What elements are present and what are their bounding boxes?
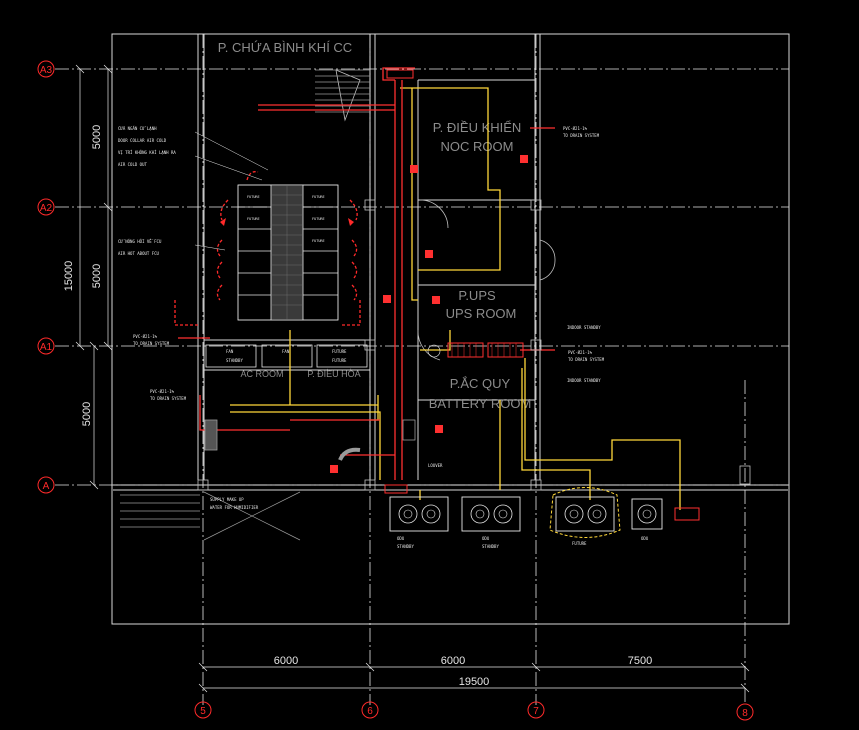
svg-text:VỊ TRÍ KHÔNG KHÍ LẠNH RA: VỊ TRÍ KHÔNG KHÍ LẠNH RA: [118, 150, 176, 155]
svg-text:LOUVER: LOUVER: [428, 463, 443, 468]
svg-text:FUTURE: FUTURE: [332, 358, 347, 363]
svg-text:ODU: ODU: [397, 536, 405, 541]
gas-room-label: P. CHỨA BÌNH KHÍ CC: [218, 40, 352, 55]
grid-bubble-7: 7: [533, 706, 539, 717]
svg-text:FUTURE: FUTURE: [247, 217, 260, 221]
red-ducts: [178, 67, 555, 480]
svg-text:PVC-Ø21-1%: PVC-Ø21-1%: [563, 126, 588, 131]
stairs: [120, 69, 370, 541]
drain-notes: PVC-Ø21-1% TO DRAIN SYSTEM PVC-Ø21-1% TO…: [133, 126, 605, 510]
svg-text:TO DRAIN SYSTEM: TO DRAIN SYSTEM: [563, 133, 600, 138]
svg-text:FUTURE: FUTURE: [312, 217, 325, 221]
dim-h-3: 7500: [628, 655, 652, 667]
grid-bubble-8: 8: [742, 708, 748, 719]
structural-columns: [197, 199, 751, 491]
dim-v-upper: 5000: [91, 125, 103, 149]
dim-v-middle: 5000: [91, 264, 103, 288]
svg-text:PVC-Ø21-1%: PVC-Ø21-1%: [150, 389, 175, 394]
svg-text:DOOR COLLAR AIR COLD: DOOR COLLAR AIR COLD: [118, 138, 167, 143]
svg-text:TO DRAIN SYSTEM: TO DRAIN SYSTEM: [133, 341, 170, 346]
grid-bubble-5: 5: [200, 706, 206, 717]
dim-h-1: 6000: [274, 655, 298, 667]
grid-bubble-a3: A3: [40, 65, 53, 76]
outdoor-units: ODU STANDBY ODU STANDBY FUTURE ODU: [389, 487, 663, 549]
svg-text:FUTURE: FUTURE: [572, 541, 587, 546]
cold-aisle-notes: CỬA NGĂN CỬ LẠNH DOOR COLLAR AIR COLD VỊ…: [118, 126, 269, 256]
airflow-arrows: [174, 171, 361, 326]
svg-text:AIR COLD OUT: AIR COLD OUT: [118, 162, 147, 167]
svg-text:FAN: FAN: [282, 349, 290, 354]
battery-room-en-label: BATTERY ROOM: [429, 396, 532, 411]
svg-text:PVC-Ø21-1%: PVC-Ø21-1%: [568, 350, 593, 355]
ups-indoor-units: [386, 69, 700, 521]
grid-bubble-a1: A1: [40, 342, 53, 353]
svg-text:INDOOR STANDBY: INDOOR STANDBY: [567, 378, 601, 383]
dim-h-total: 19500: [459, 676, 490, 688]
interior-walls: [113, 34, 788, 491]
fan-symbols: [330, 155, 528, 473]
svg-text:AIR HOT ABOUT FCU: AIR HOT ABOUT FCU: [118, 251, 160, 256]
grid-bubble-6: 6: [367, 706, 373, 717]
svg-text:FUTURE: FUTURE: [312, 195, 325, 199]
svg-text:FAN: FAN: [226, 349, 234, 354]
svg-text:CỬ NÓNG HỒI VỀ FCU: CỬ NÓNG HỒI VỀ FCU: [118, 239, 162, 244]
grid-bubble-a2: A2: [40, 203, 53, 214]
indoor-units: FAN FAN FUTURE STANDBY FUTURE: [205, 344, 368, 368]
svg-text:FUTURE: FUTURE: [312, 239, 325, 243]
svg-text:SUPPLY MAKE UP: SUPPLY MAKE UP: [210, 497, 244, 502]
ups-room-label: P.UPS: [458, 288, 496, 303]
dim-v-lower: 5000: [81, 402, 93, 426]
svg-text:FUTURE: FUTURE: [247, 195, 260, 199]
louver-and-bends: [204, 419, 416, 494]
noc-room-label: NOC ROOM: [441, 139, 514, 154]
left-dimensions: [75, 64, 113, 490]
battery-room-label: P.ẮC QUY: [450, 376, 511, 391]
row-bubbles: A3 A2 A1 A: [37, 60, 55, 494]
svg-text:ODU: ODU: [641, 536, 649, 541]
grid-bubble-a: A: [43, 481, 50, 492]
ups-room-en-label: UPS ROOM: [446, 306, 517, 321]
col-bubbles: 5 6 7 8: [194, 701, 754, 721]
ac-room-en-label: AC ROOM: [240, 369, 283, 379]
svg-text:STANDBY: STANDBY: [397, 544, 414, 549]
svg-text:FUTURE: FUTURE: [332, 349, 347, 354]
refrigerant-pipes: [230, 87, 681, 510]
dim-v-total: 15000: [63, 261, 75, 292]
dim-h-2: 6000: [441, 655, 465, 667]
svg-text:PVC-Ø21-1%: PVC-Ø21-1%: [133, 334, 158, 339]
svg-text:INDOOR STANDBY: INDOOR STANDBY: [567, 325, 601, 330]
svg-text:STANDBY: STANDBY: [226, 358, 243, 363]
control-room-label: P. ĐIỀU KHIỂN: [433, 120, 522, 135]
svg-text:TO DRAIN SYSTEM: TO DRAIN SYSTEM: [150, 396, 187, 401]
svg-text:TO DRAIN SYSTEM: TO DRAIN SYSTEM: [568, 357, 605, 362]
svg-text:STANDBY: STANDBY: [482, 544, 499, 549]
gridlines: [55, 34, 789, 705]
svg-text:WATER FOR HUMIDIFIER: WATER FOR HUMIDIFIER: [210, 505, 259, 510]
svg-text:ODU: ODU: [482, 536, 490, 541]
server-racks: FUTURE FUTURE FUTURE FUTURE FUTURE: [237, 184, 339, 321]
ac-room-label: P. ĐIỀU HÒA: [307, 369, 360, 379]
bottom-dimensions: [198, 662, 750, 693]
svg-text:CỬA NGĂN CỬ LẠNH: CỬA NGĂN CỬ LẠNH: [118, 126, 157, 131]
building-outline: [111, 33, 790, 625]
